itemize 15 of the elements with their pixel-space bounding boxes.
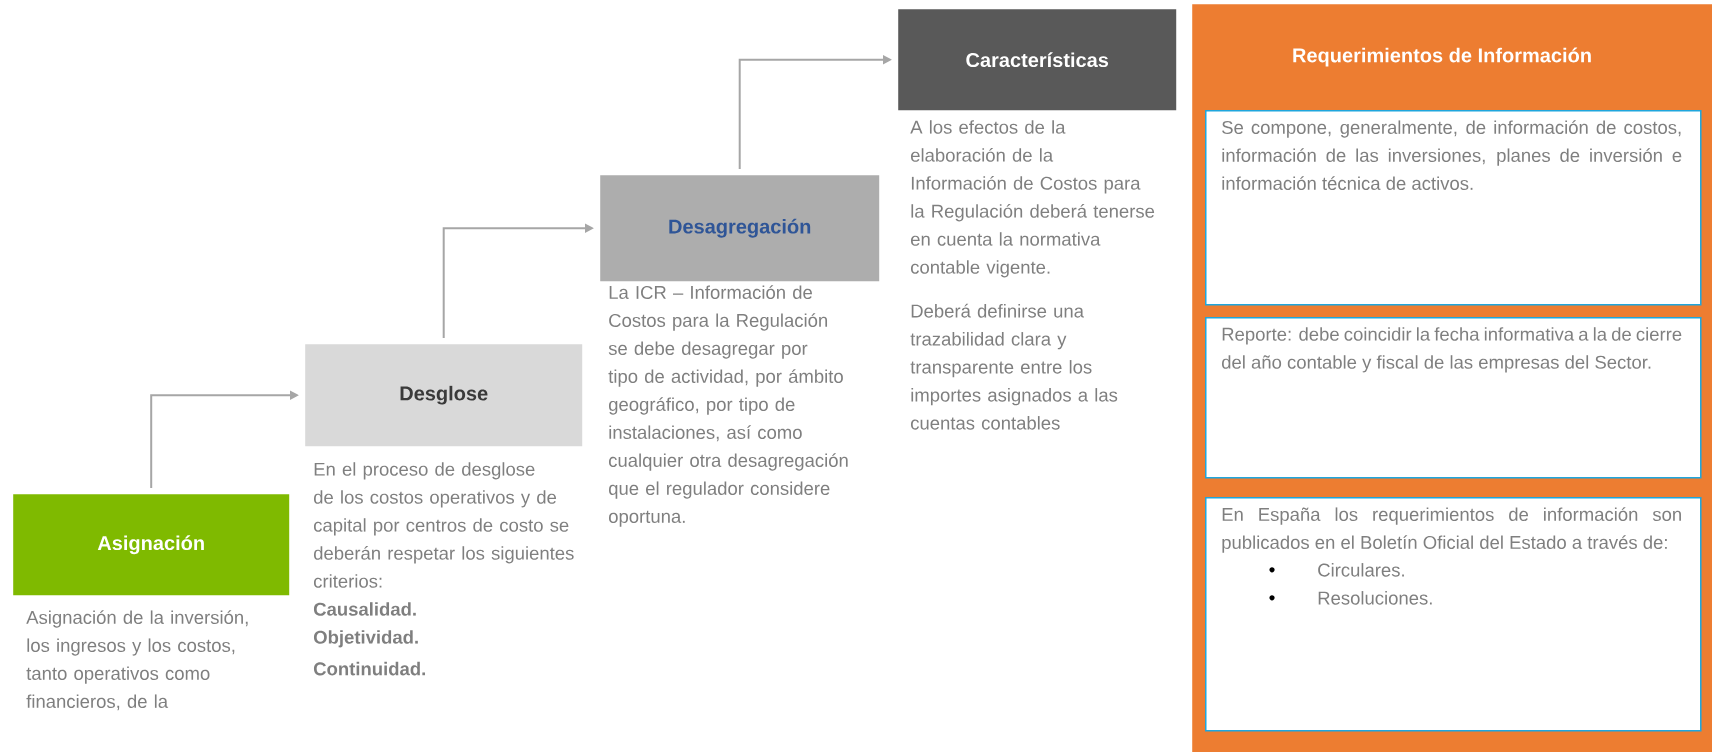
description-text: Deberá definirse una trazabilidad clara y transparente entre los importes asignados a las cuentas contables bbox=[910, 303, 1118, 430]
description-text: La ICR – Información de Costos para la Regulación se debe desagregar por tipo de actividad, por ámbito geográfico, por tipo de instalaciones, así como cualquier otra desagregación que el regulador considere oportuna. bbox=[608, 285, 848, 527]
description-text: Asignación de la inversión, los ingresos y los costos, tanto operativos como financieros, de la bbox=[26, 610, 248, 711]
criterion-text: Continuidad. bbox=[313, 661, 425, 676]
step-box: Asignación bbox=[13, 494, 290, 596]
info-box: Se compone, generalmente, de información de costos, información de las inversiones, planes de inversión e información técnica de activos. bbox=[1205, 110, 1702, 306]
step-box: Desagregación bbox=[600, 175, 880, 282]
step-box: Desglose bbox=[305, 344, 583, 447]
description-text: A los efectos de la elaboración de la Información de Costos para la Regulación deberá tenerse en cuenta la normativa contable vigente. bbox=[910, 120, 1155, 278]
info-box: Reporte: debe coincidir la fecha informativa a la de cierre del año contable y fiscal de las empresas del Sector. bbox=[1205, 317, 1702, 479]
step-box: Características bbox=[898, 9, 1177, 111]
info-box: En España los requerimientos de información son publicados en el Boletín Oficial del Estado a través de: Circulares. Resoluciones. bbox=[1205, 497, 1702, 732]
criterion-text: Objetividad. bbox=[313, 630, 418, 648]
description-text: En el proceso de desglose de los costos operativos y de capital por centros de costo se deberán respetar los siguientes criterios: bbox=[314, 462, 574, 588]
criterion-text: Causalidad. bbox=[313, 602, 416, 616]
